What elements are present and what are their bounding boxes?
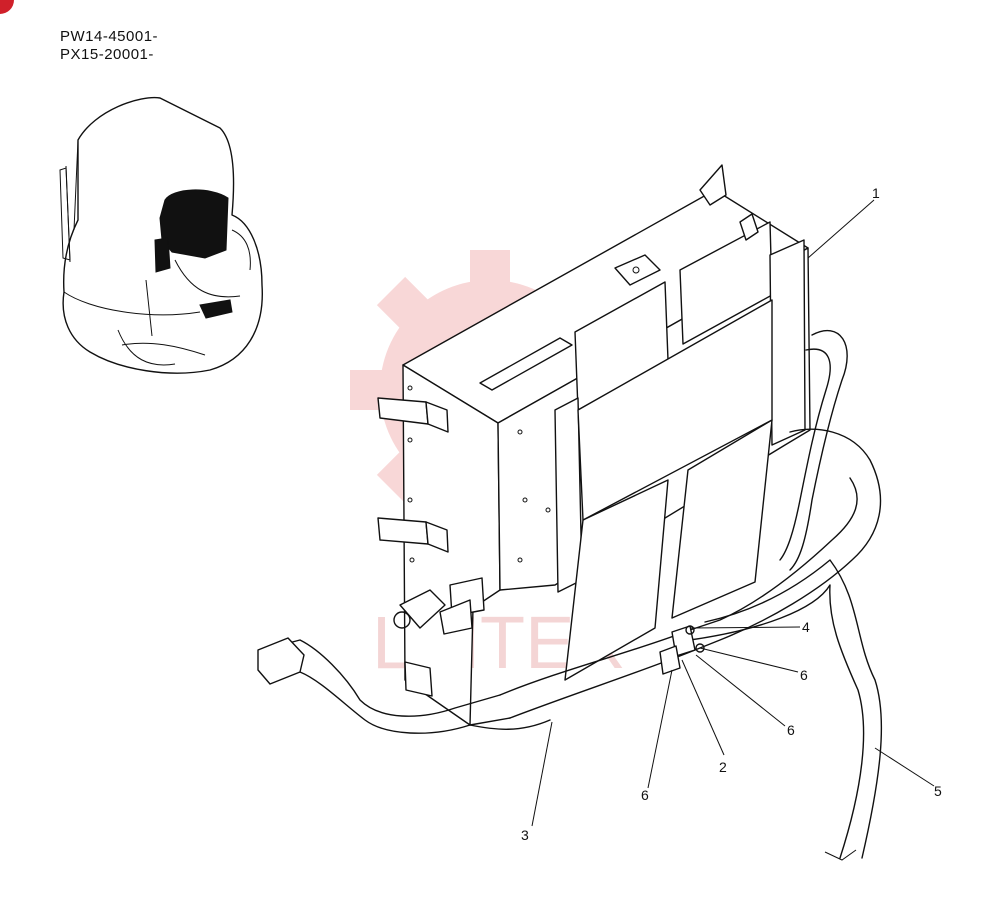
callout-6c: 6 — [641, 787, 649, 803]
corner-badge — [0, 0, 14, 14]
leader-lines — [531, 199, 935, 827]
callout-6b: 6 — [787, 722, 795, 738]
serial-number-1: PW14-45001- — [60, 28, 159, 45]
hose-assembly — [257, 329, 883, 861]
callout-4: 4 — [802, 619, 810, 635]
machine-locator-sketch — [59, 96, 263, 374]
heater-unit — [377, 164, 811, 726]
callout-2: 2 — [719, 759, 727, 775]
callout-5: 5 — [934, 783, 942, 799]
callout-1: 1 — [872, 185, 880, 201]
callout-3: 3 — [521, 827, 529, 843]
serial-number-2: PX15-20001- — [60, 46, 154, 63]
callout-6a: 6 — [800, 667, 808, 683]
